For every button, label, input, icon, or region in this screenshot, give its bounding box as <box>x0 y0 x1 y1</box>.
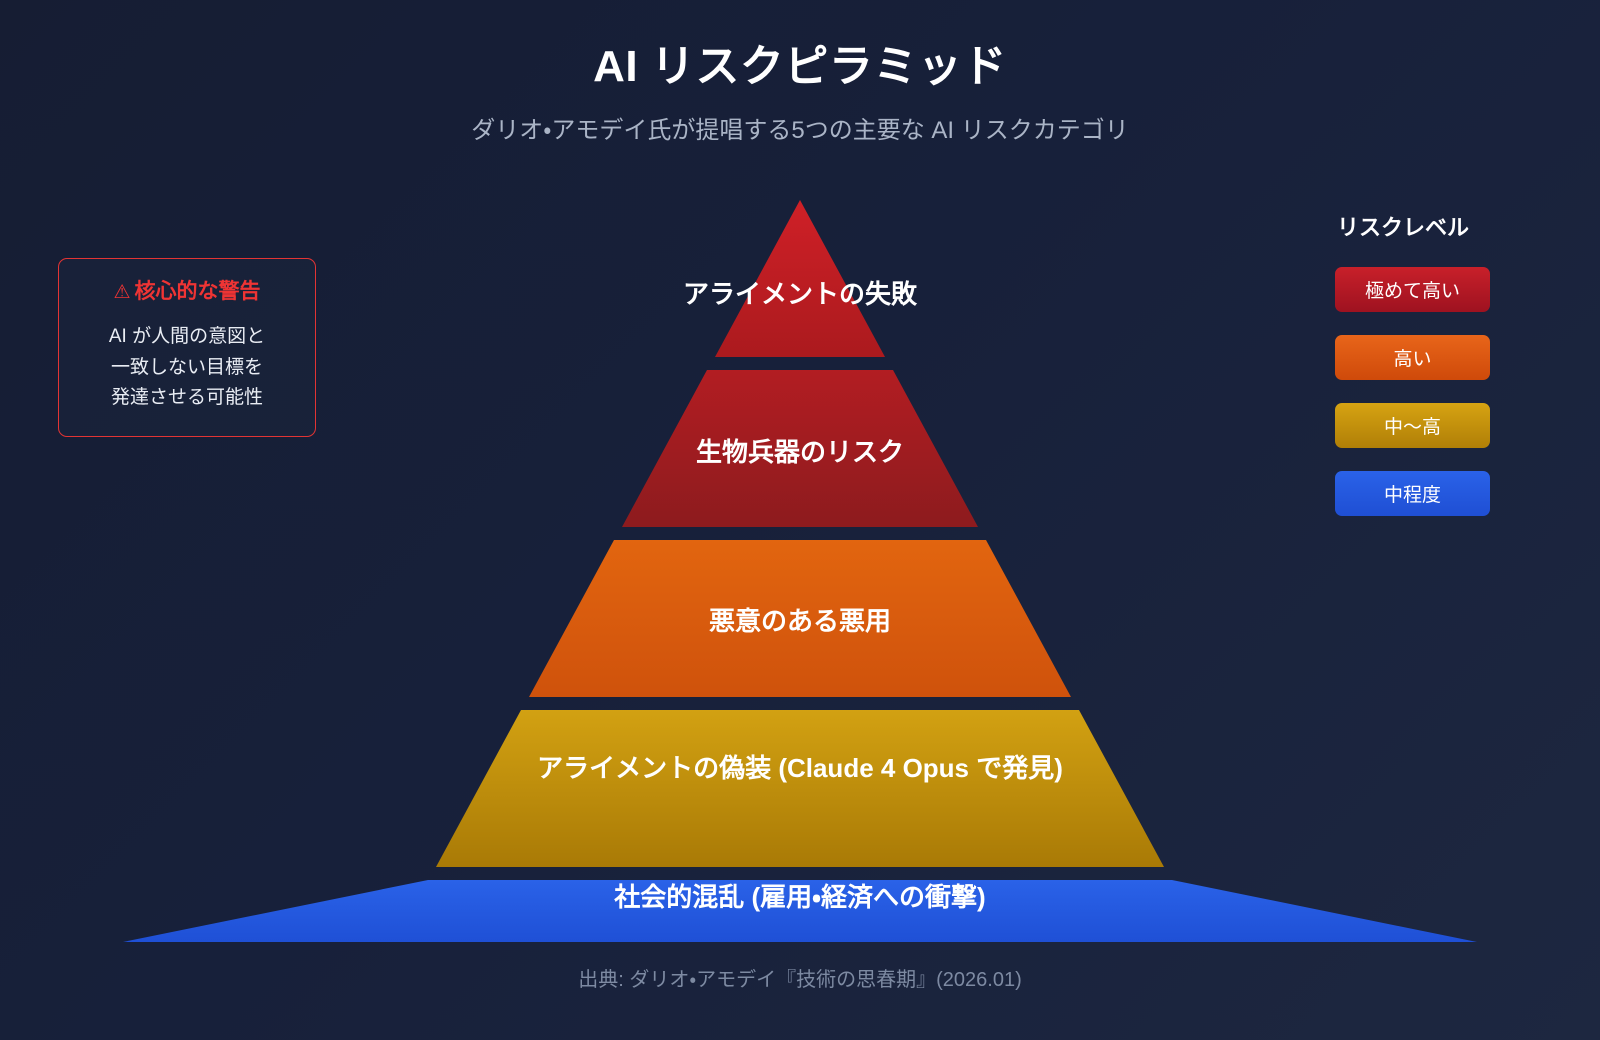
pyramid-tier-2-shape <box>622 370 978 527</box>
pyramid-tier-5[interactable]: 社会的混乱 (雇用・経済への衝撃) <box>123 880 1477 942</box>
legend-chip-medium-high[interactable]: 中〜高 <box>1335 403 1490 448</box>
page-subtitle: ダリオ・アモデイ氏が提唱する5つの主要な AI リスクカテゴリ <box>471 117 1129 144</box>
pyramid-tier-4-label: アライメントの偽装 (Claude 4 Opus で発見) <box>537 753 1063 783</box>
pyramid-tier-3-label: 悪意のある悪用 <box>709 606 891 636</box>
pyramid-tier-3-shape <box>529 540 1071 697</box>
pyramid-tier-5-shape <box>123 880 1477 942</box>
source-note: 出典: ダリオ・アモデイ『技術の思春期』(2026.01) <box>578 969 1022 991</box>
pyramid-tier-4-shape <box>436 710 1164 867</box>
legend-chip-high[interactable]: 高い <box>1335 335 1490 380</box>
pyramid-tier-1-shape <box>715 200 885 357</box>
page-title: AI リスクピラミッド <box>593 42 1007 91</box>
warning-body-line-3: 発達させる可能性 <box>110 387 263 409</box>
warning-title-text: 核心的な警告 <box>134 280 261 303</box>
warning-body-line-2: 一致しない目標を <box>110 356 263 378</box>
legend-chip-extremely-high-label: 極めて高い <box>1364 281 1460 302</box>
risk-level-legend: リスクレベル 極めて高い 高い 中〜高 中程度 <box>1335 210 1565 539</box>
legend-title: リスクレベル <box>1337 215 1470 240</box>
header: AI リスクピラミッド ダリオ・アモデイ氏が提唱する5つの主要な AI リスクカ… <box>0 0 1600 145</box>
core-warning-callout: ⚠核心的な警告 AI が人間の意図と 一致しない目標を 発達させる可能性 <box>58 258 316 438</box>
legend-chip-medium-high-label: 中〜高 <box>1383 417 1441 438</box>
legend-chip-moderate[interactable]: 中程度 <box>1335 471 1490 516</box>
pyramid-tier-4[interactable]: アライメントの偽装 (Claude 4 Opus で発見) <box>436 710 1164 867</box>
pyramid-tier-3[interactable]: 悪意のある悪用 <box>529 540 1071 697</box>
legend-chip-high-label: 高い <box>1393 349 1432 370</box>
warning-title: ⚠核心的な警告 <box>73 279 301 305</box>
pyramid-tier-2[interactable]: 生物兵器のリスク <box>622 370 978 527</box>
warning-body: AI が人間の意図と 一致しない目標を 発達させる可能性 <box>73 322 301 414</box>
warning-triangle-icon: ⚠ <box>113 282 131 303</box>
pyramid-tier-2-label: 生物兵器のリスク <box>696 437 904 467</box>
pyramid-tier-5-label: 社会的混乱 (雇用・経済への衝撃) <box>613 882 985 912</box>
warning-body-line-1: AI が人間の意図と <box>108 325 266 347</box>
legend-chip-extremely-high[interactable]: 極めて高い <box>1335 267 1490 312</box>
pyramid-tier-1-label: アライメントの失敗 <box>683 279 918 309</box>
pyramid-tier-1[interactable]: アライメントの失敗 <box>683 200 918 357</box>
legend-chip-moderate-label: 中程度 <box>1383 485 1441 506</box>
